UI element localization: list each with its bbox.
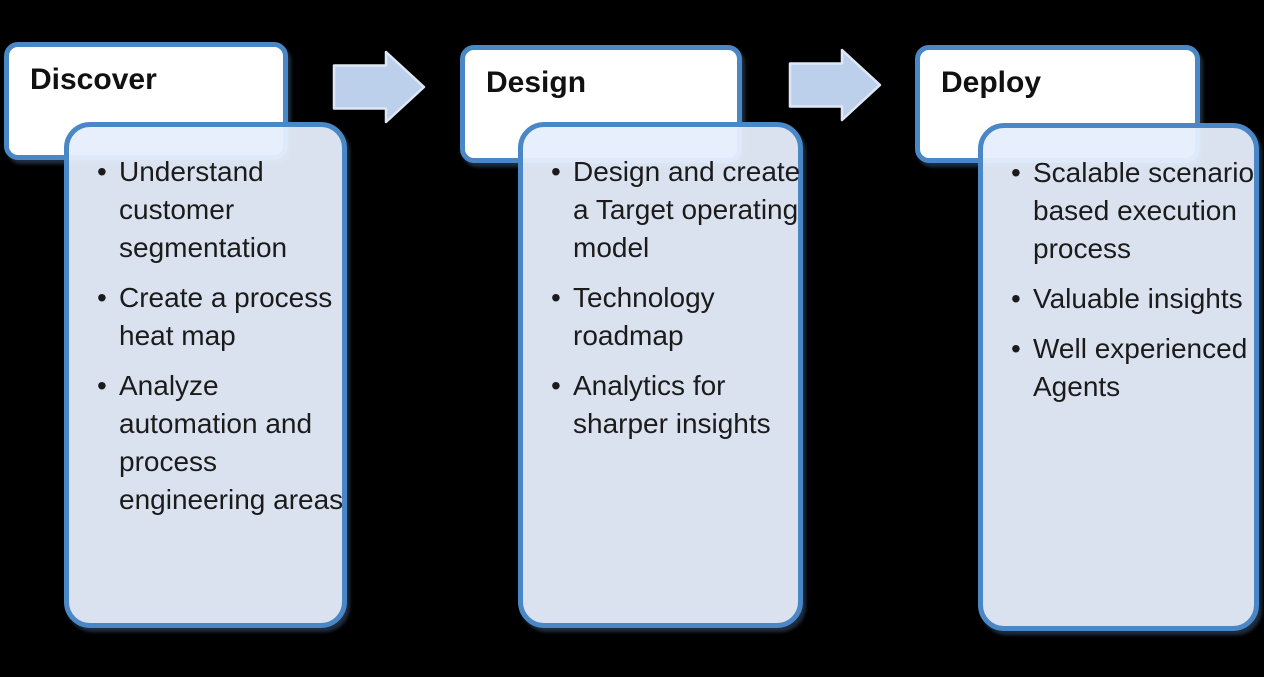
bullet-item: Analyze automation and process engineeri… — [97, 367, 347, 519]
bullet-item: Well experienced Agents — [1011, 330, 1259, 406]
stage-title-design: Design — [486, 66, 587, 99]
bullet-item: Understand customer segmentation — [97, 153, 347, 267]
bullet-item: Technology roadmap — [551, 279, 803, 355]
stage-title-discover: Discover — [30, 63, 157, 96]
stage-body-design: Design and create a Target operating mod… — [518, 122, 803, 628]
bullet-item: Analytics for sharper insights — [551, 367, 803, 443]
bullet-list-design: Design and create a Target operating mod… — [523, 127, 803, 443]
bullet-item: Valuable insights — [1011, 280, 1259, 318]
stage-body-discover: Understand customer segmentation Create … — [64, 122, 347, 628]
stage-title-deploy: Deploy — [941, 66, 1042, 99]
bullet-list-deploy: Scalable scenario based execution proces… — [983, 128, 1259, 406]
bullet-item: Create a process heat map — [97, 279, 347, 355]
bullet-list-discover: Understand customer segmentation Create … — [69, 127, 347, 519]
bullet-item: Design and create a Target operating mod… — [551, 153, 803, 267]
stage-body-deploy: Scalable scenario based execution proces… — [978, 123, 1259, 631]
bullet-item: Scalable scenario based execution proces… — [1011, 154, 1259, 268]
flow-arrow-icon — [788, 48, 882, 122]
flow-arrow-icon — [332, 50, 426, 124]
